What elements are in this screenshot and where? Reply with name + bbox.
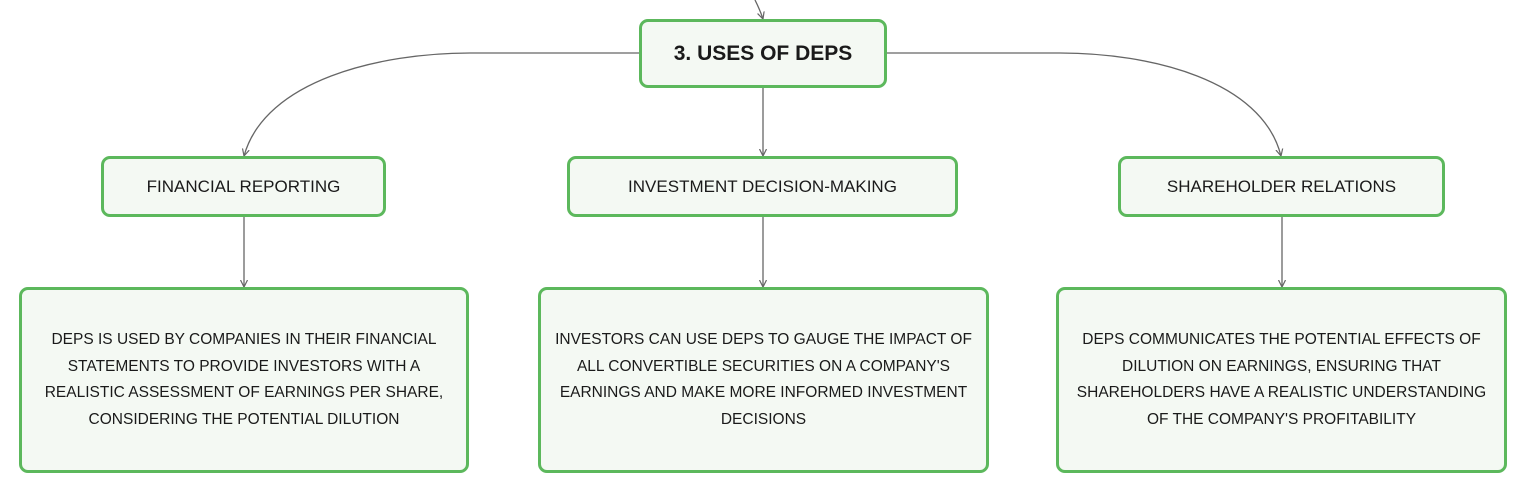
detail-node-text: DEPS IS USED BY COMPANIES IN THEIR FINAN…	[44, 331, 444, 428]
root-node[interactable]: 3. USES OF DEPS	[639, 19, 887, 88]
detail-node-shareholder-relations[interactable]: DEPS COMMUNICATES THE POTENTIAL EFFECTS …	[1056, 287, 1507, 473]
detail-node-investment-decision-making[interactable]: INVESTORS CAN USE DEPS TO GAUGE THE IMPA…	[538, 287, 989, 473]
branch-node-label: SHAREHOLDER RELATIONS	[1166, 176, 1397, 196]
branch-node-label: FINANCIAL REPORTING	[146, 176, 341, 196]
connector-root-to-financial	[244, 52, 639, 156]
detail-node-financial-reporting[interactable]: DEPS IS USED BY COMPANIES IN THEIR FINAN…	[19, 287, 469, 473]
root-node-title: 3. USES OF DEPS	[673, 41, 853, 65]
branch-node-financial-reporting[interactable]: FINANCIAL REPORTING	[101, 156, 386, 217]
detail-node-text: DEPS COMMUNICATES THE POTENTIAL EFFECTS …	[1076, 331, 1487, 428]
detail-node-text: INVESTORS CAN USE DEPS TO GAUGE THE IMPA…	[555, 331, 972, 428]
branch-node-label: INVESTMENT DECISION-MAKING	[628, 176, 897, 196]
connector-root-to-shareholder	[887, 52, 1281, 156]
incoming-connector	[754, 0, 763, 19]
branch-node-shareholder-relations[interactable]: SHAREHOLDER RELATIONS	[1118, 156, 1445, 217]
branch-node-investment-decision-making[interactable]: INVESTMENT DECISION-MAKING	[567, 156, 958, 217]
